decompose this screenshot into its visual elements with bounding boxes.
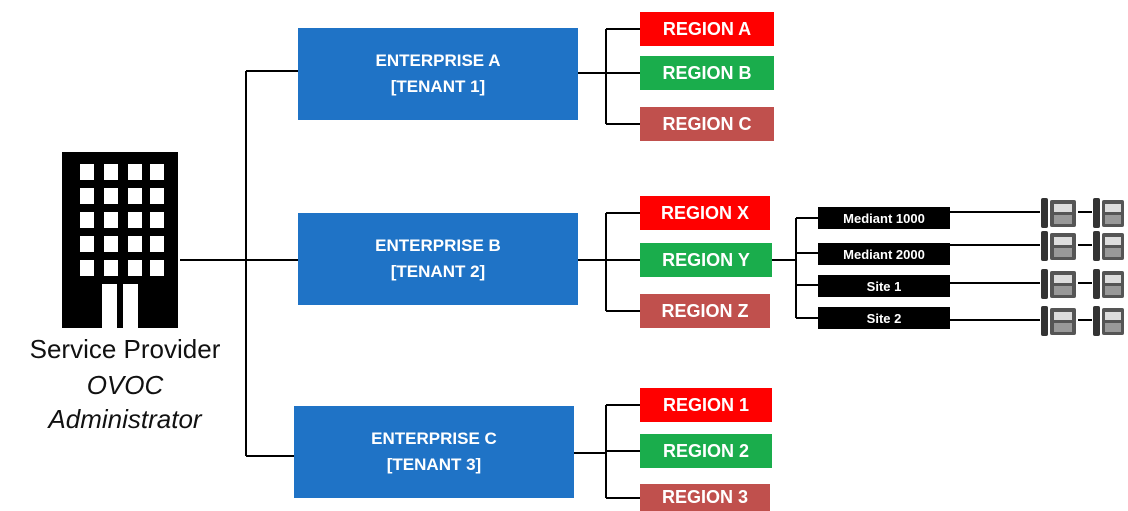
enterprise-b-name: ENTERPRISE B — [375, 236, 501, 255]
desk-phone-icon — [1093, 269, 1124, 299]
connector-enterprise-c — [574, 404, 640, 499]
region-c-box[interactable]: REGION C — [640, 107, 774, 141]
connector-devices-phones — [950, 211, 1092, 321]
connector-enterprise-a — [578, 28, 640, 125]
desk-phone-icon — [1093, 231, 1124, 261]
enterprise-c-name: ENTERPRISE C — [371, 429, 497, 448]
device-mediant-1000[interactable]: Mediant 1000 — [818, 207, 950, 229]
building-icon — [62, 152, 178, 328]
enterprise-c-tenant: [TENANT 3] — [386, 455, 482, 474]
desk-phone-icon — [1093, 198, 1124, 228]
device-mediant-2000[interactable]: Mediant 2000 — [818, 243, 950, 265]
device-site-2[interactable]: Site 2 — [818, 307, 950, 329]
connector-enterprise-b — [578, 212, 640, 312]
region-b-box[interactable]: REGION B — [640, 56, 774, 90]
connector-provider-trunk — [180, 70, 298, 457]
enterprise-b-tenant: [TENANT 2] — [390, 262, 486, 281]
region-z-box[interactable]: REGION Z — [640, 294, 770, 328]
device-site-1[interactable]: Site 1 — [818, 275, 950, 297]
enterprise-a-tenant: [TENANT 1] — [390, 77, 486, 96]
enterprise-a-box[interactable]: ENTERPRISE A [TENANT 1] — [298, 28, 578, 120]
desk-phone-icon — [1041, 198, 1076, 228]
provider-title: Service Provider — [29, 334, 221, 364]
region-x-box[interactable]: REGION X — [640, 196, 770, 230]
region-1-box[interactable]: REGION 1 — [640, 388, 772, 422]
desk-phone-icon — [1041, 306, 1076, 336]
desk-phone-icon — [1093, 306, 1124, 336]
region-2-box[interactable]: REGION 2 — [640, 434, 772, 468]
provider-subtitle: OVOC — [86, 370, 164, 400]
enterprise-c-box[interactable]: ENTERPRISE C [TENANT 3] — [294, 406, 574, 498]
region-3-box[interactable]: REGION 3 — [640, 484, 770, 511]
enterprise-b-box[interactable]: ENTERPRISE B [TENANT 2] — [298, 213, 578, 305]
region-a-box[interactable]: REGION A — [640, 12, 774, 46]
connector-region-y-devices — [772, 217, 818, 319]
enterprise-a-name: ENTERPRISE A — [375, 51, 501, 70]
desk-phone-icon — [1041, 231, 1076, 261]
provider-role: Administrator — [48, 404, 202, 434]
region-y-box[interactable]: REGION Y — [640, 243, 772, 277]
desk-phone-icon — [1041, 269, 1076, 299]
